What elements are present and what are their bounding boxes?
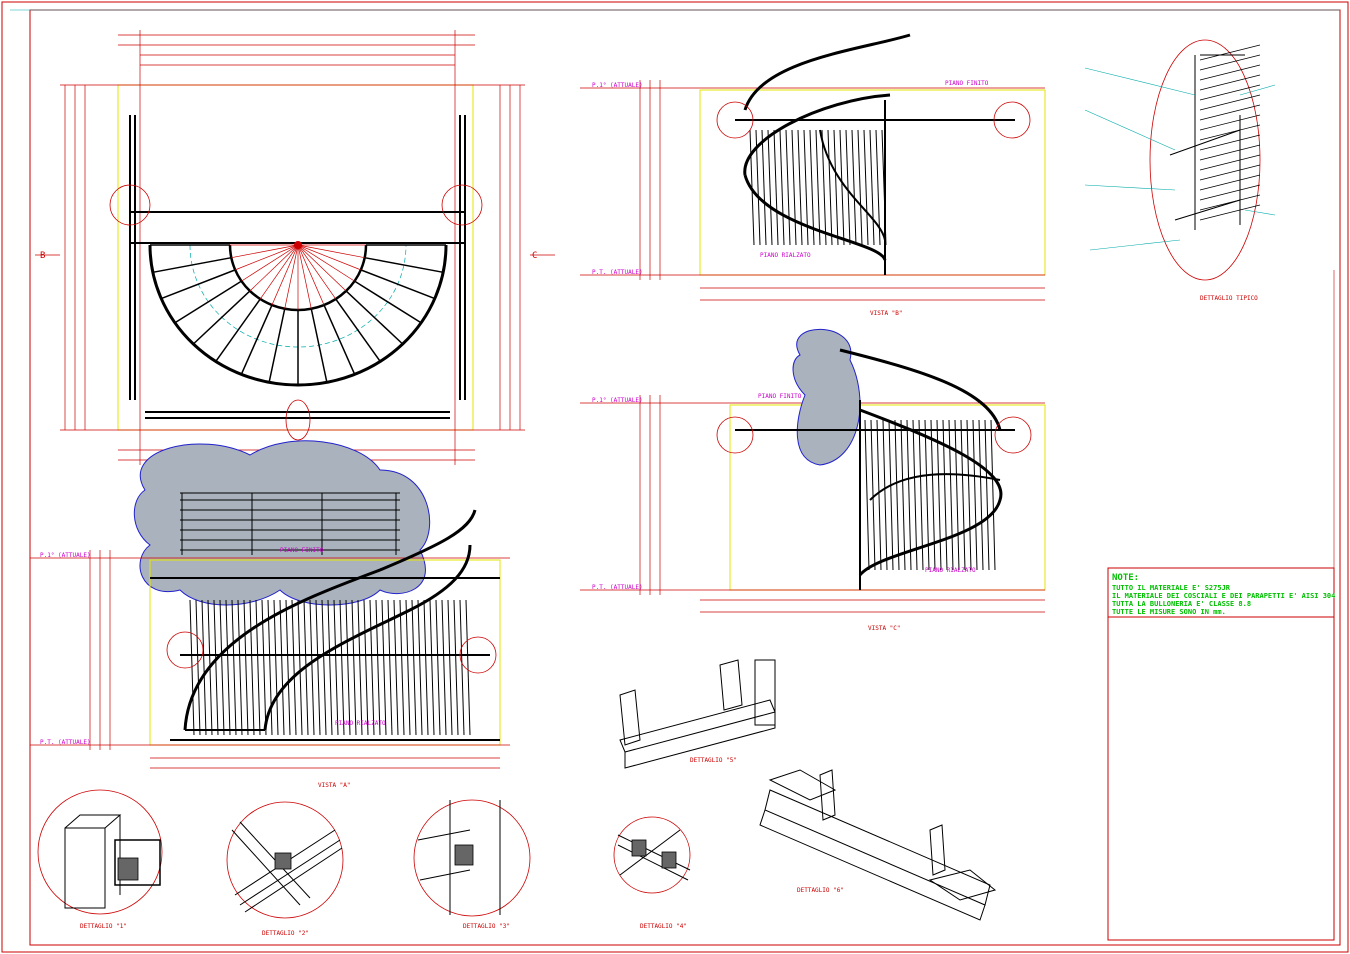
vista-c-title: VISTA "C" (868, 625, 901, 632)
vista-b: P.1° (ATTUALE) P.T. (ATTUALE) PIANO FINI… (580, 33, 1046, 317)
detail-tipico: DETTAGLIO TIPICO (1084, 39, 1276, 302)
vista-c: P.1° (ATTUALE) P.T. (ATTUALE) PIANO FINI… (580, 328, 1046, 632)
detail-5-title: DETTAGLIO "5" (690, 757, 737, 764)
title-block: NOTE: TUTTO IL MATERIALE E' S275JR IL MA… (1107, 270, 1335, 941)
vista-b-piano-finito: PIANO FINITO (945, 80, 989, 87)
detail-1: DETTAGLIO "1" (37, 789, 163, 930)
section-marker-c: C (532, 251, 537, 261)
detail-6-title: DETTAGLIO "6" (797, 887, 844, 894)
note-2: IL MATERIALE DEI COSCIALI E DEI PARAPETT… (1112, 592, 1335, 600)
note-1: TUTTO IL MATERIALE E' S275JR (1112, 584, 1231, 592)
revision-cloud-c (792, 328, 861, 466)
vista-a-piano-rialzato: PIANO RIALZATO (335, 720, 386, 727)
note-4: TUTTE LE MISURE SONO IN mm. (1112, 608, 1226, 616)
revision-cloud-a (133, 440, 431, 606)
detail-3-title: DETTAGLIO "3" (463, 923, 510, 930)
section-marker-b: B (40, 251, 45, 261)
detail-3: DETTAGLIO "3" (413, 799, 531, 930)
vista-c-p1-level: P.1° (ATTUALE) (592, 397, 643, 404)
vista-a-pt-level: P.T. (ATTUALE) (40, 739, 91, 746)
vista-a-title: VISTA "A" (318, 782, 351, 789)
detail-1-title: DETTAGLIO "1" (80, 923, 127, 930)
vista-a-piano-finito: PIANO FINITO (280, 547, 324, 554)
detail-tipico-title: DETTAGLIO TIPICO (1200, 295, 1258, 302)
vista-a-p1-level: P.1° (ATTUALE) (40, 552, 91, 559)
detail-4: DETTAGLIO "4" (613, 816, 691, 930)
vista-c-piano-finito: PIANO FINITO (758, 393, 802, 400)
detail-4-title: DETTAGLIO "4" (640, 923, 687, 930)
plan-view: B C (35, 30, 555, 465)
note-3: TUTTA LA BULLONERIA E' CLASSE 8.8 (1112, 600, 1251, 608)
detail-2: DETTAGLIO "2" (226, 801, 344, 937)
detail-5: DETTAGLIO "5" (619, 659, 776, 769)
vista-c-piano-rialzato: PIANO RIALZATO (925, 567, 976, 574)
vista-b-pt-level: P.T. (ATTUALE) (592, 269, 643, 276)
vista-c-pt-level: P.T. (ATTUALE) (592, 584, 643, 591)
vista-b-p1-level: P.1° (ATTUALE) (592, 82, 643, 89)
detail-6: DETTAGLIO "6" (759, 769, 997, 921)
vista-b-title: VISTA "B" (870, 310, 903, 317)
vista-b-piano-rialzato: PIANO RIALZATO (760, 252, 811, 259)
vista-a: P.1° (ATTUALE) P.T. (ATTUALE) PIANO FINI… (30, 440, 510, 789)
detail-2-title: DETTAGLIO "2" (262, 930, 309, 937)
notes-heading: NOTE: (1112, 573, 1139, 583)
